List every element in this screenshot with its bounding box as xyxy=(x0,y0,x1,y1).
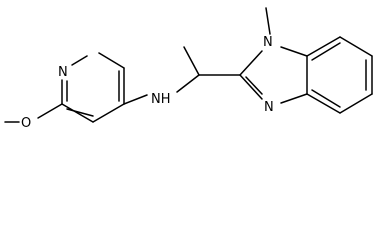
bond-c6-c5-inner xyxy=(66,108,94,117)
bond-c6-c5 xyxy=(61,103,94,123)
bond-c2-n1 xyxy=(239,50,263,76)
atom-label-methoxy-o: O xyxy=(21,116,31,131)
bond-c2-n1 xyxy=(71,55,88,66)
bond-c5-c4 xyxy=(92,103,125,123)
bond-o-c6 xyxy=(37,103,63,119)
bond-c7a-c7 xyxy=(306,36,341,57)
bond-c5b-c4b xyxy=(339,93,373,114)
atom-label-pyridine-n: N xyxy=(58,65,68,80)
atom-label-imidazole-n: N xyxy=(264,100,274,115)
molecule-canvas: N O NH N N xyxy=(4,7,373,131)
chemical-structure: N O NH N N xyxy=(4,7,373,131)
atom-label-amine-nh: NH xyxy=(151,92,171,107)
bond-ch-methyl xyxy=(183,46,200,76)
bond-c4b-c3a xyxy=(306,93,341,114)
bond-c4-nh xyxy=(123,94,148,105)
bond-nh-ch xyxy=(176,74,200,93)
bond-c2-n3 xyxy=(239,74,263,100)
atom-label-imidazole-n-methyl: N xyxy=(263,35,273,50)
bond-n-methyl xyxy=(265,7,271,35)
bond-c7a-c7-inner xyxy=(311,42,341,61)
bond-lines xyxy=(4,7,373,123)
bond-c4b-c3a-inner xyxy=(311,89,341,108)
bond-n1-c7a xyxy=(280,46,308,57)
bond-n3-c3a xyxy=(280,93,308,104)
bond-c3-c2 xyxy=(98,52,125,69)
bond-c7-c6 xyxy=(339,36,373,57)
bond-c2-n3-inner xyxy=(245,76,263,95)
